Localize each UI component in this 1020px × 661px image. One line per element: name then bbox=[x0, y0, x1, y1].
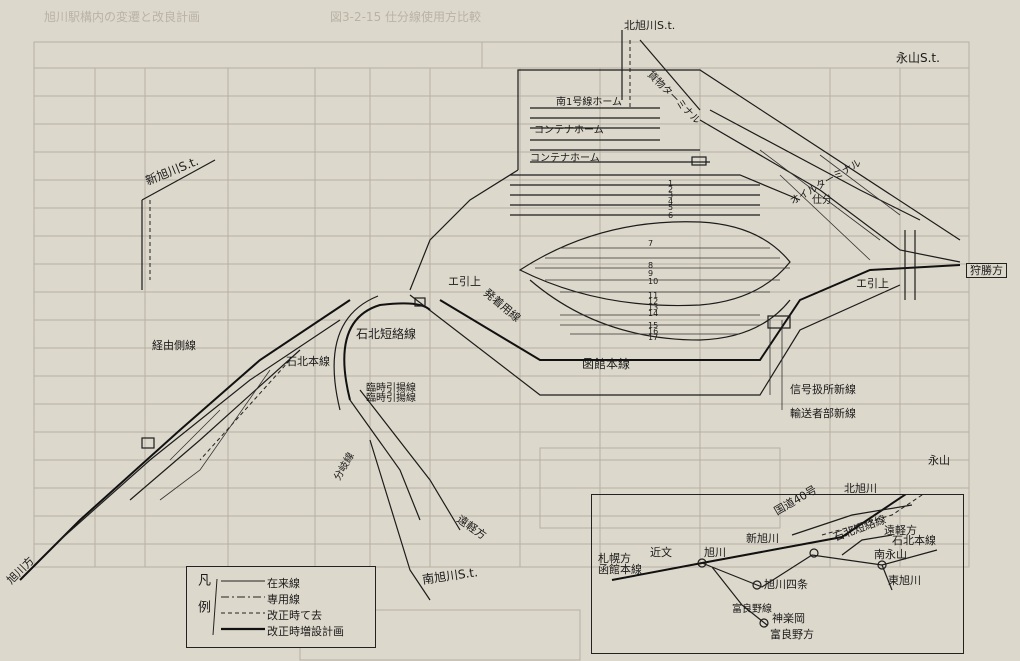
legend-item-private: 専用線 bbox=[267, 593, 300, 606]
label-center-note: 仕分 bbox=[812, 195, 832, 206]
direction-karikachi: 狩勝方 bbox=[966, 263, 1007, 278]
track-number: 9 bbox=[648, 269, 654, 278]
legend-item-existing: 在来線 bbox=[267, 577, 300, 590]
legend-item-added: 改正時増設計画 bbox=[267, 625, 344, 638]
track-number: 17 bbox=[648, 333, 659, 342]
track-number: 12 bbox=[648, 297, 659, 306]
track-number: 10 bbox=[648, 277, 659, 286]
track-number: 1 bbox=[668, 179, 674, 188]
platform-ho1: 南1号線ホーム bbox=[556, 97, 623, 108]
inset-sapporo: 札幌方 函館本線 bbox=[598, 552, 642, 576]
track-number: 6 bbox=[668, 211, 674, 220]
inset-routes bbox=[611, 495, 938, 628]
track-number: 16 bbox=[648, 327, 659, 336]
inset-furano: 富良野方 bbox=[770, 628, 814, 641]
track-number: 5 bbox=[668, 203, 674, 212]
faded-header: 旭川駅構内の変遷と改良計画 bbox=[44, 10, 201, 24]
platform-container-1: コンテナホーム bbox=[534, 125, 604, 136]
legend-title: 凡例 bbox=[195, 573, 210, 627]
label-east-iriba: エ引上 bbox=[856, 277, 889, 290]
page-caption: 図3-2-15 仕分線使用方比較 bbox=[330, 10, 482, 24]
inset-kouyou: 神楽岡 bbox=[772, 612, 805, 625]
inset-minami-nagayama: 南永山 bbox=[874, 548, 907, 561]
label-sekihoku-main: 石北本線 bbox=[286, 355, 330, 368]
track-number: 13 bbox=[648, 303, 659, 312]
platform-container-2: コンテナホーム bbox=[530, 153, 600, 164]
track-number: 2 bbox=[668, 185, 674, 194]
track-number: 14 bbox=[648, 309, 659, 318]
label-sekihoku-short: 石北短絡線 bbox=[356, 327, 417, 341]
track-number: 7 bbox=[648, 239, 654, 248]
label-yusou-new: 輸送者部新線 bbox=[790, 407, 856, 420]
label-temporary: 臨時引揚線 臨時引揚線 bbox=[366, 383, 416, 404]
track-number: 4 bbox=[668, 197, 674, 206]
track-number: 15 bbox=[648, 321, 659, 330]
inset-asahikawa-yotsu: 旭川四条 bbox=[764, 578, 808, 591]
label-hakodate-main: 函館本線 bbox=[582, 357, 631, 371]
inset-furano-line: 富良野線 bbox=[732, 604, 772, 615]
label-keihi-track: 経由側線 bbox=[152, 339, 196, 352]
inset-kinbun: 近文 bbox=[650, 546, 672, 559]
track-number: 8 bbox=[648, 261, 654, 270]
label-shingou-new: 信号扱所新線 bbox=[790, 383, 856, 396]
inset-sekihoku-main: 石北本線 bbox=[892, 534, 936, 547]
inset-engaru: 遠軽方 bbox=[884, 524, 917, 537]
track-number: 3 bbox=[668, 191, 674, 200]
track-number: 11 bbox=[648, 291, 659, 300]
direction-nagayama: 永山S.t. bbox=[896, 51, 940, 65]
legend-swatches bbox=[212, 578, 265, 636]
inset-kita-asahikawa: 北旭川 bbox=[844, 482, 877, 495]
inset-nagayama: 永山 bbox=[928, 454, 950, 467]
direction-kita-asahikawa: 北旭川S.t. bbox=[624, 19, 676, 32]
inset-asahikawa: 旭川 bbox=[704, 546, 726, 559]
legend-box: 凡例 在来線 専用線 改正時て去 改正時増設計画 bbox=[186, 566, 376, 648]
inset-shin-asahikawa: 新旭川 bbox=[746, 532, 779, 545]
inset-map: 札幌方 函館本線 近文 旭川 旭川四条 新旭川 北旭川 国道40号 石北短絡線 … bbox=[591, 455, 964, 654]
legend-item-removed: 改正時て去 bbox=[267, 609, 322, 622]
label-west-iriba: エ引上 bbox=[448, 275, 481, 288]
inset-higashi-asahikawa: 東旭川 bbox=[888, 574, 921, 587]
